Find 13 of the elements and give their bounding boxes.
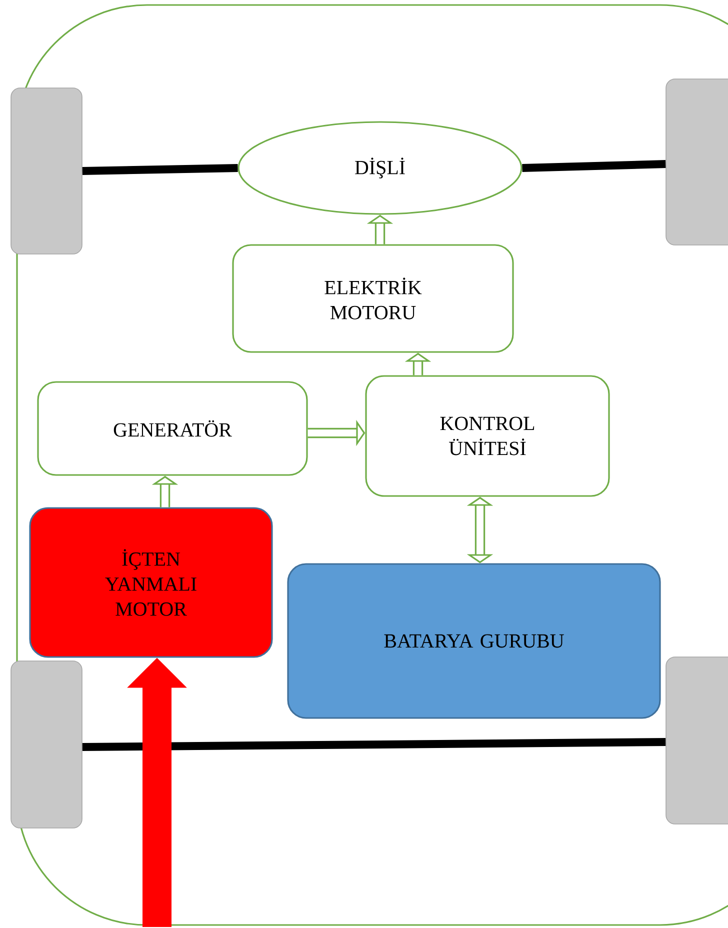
process-box: GENERATÖR bbox=[37, 381, 308, 476]
wheel bbox=[666, 78, 728, 246]
wheel bbox=[10, 88, 82, 254]
process-box: İÇTEN YANMALI MOTOR bbox=[29, 507, 273, 658]
hollow-arrow bbox=[466, 496, 494, 564]
process-box: ELEKTRİK MOTORU bbox=[232, 244, 514, 353]
axle bbox=[82, 164, 238, 175]
process-box: BATARYA GURUBU bbox=[287, 563, 661, 719]
process-box: KONTROL ÜNİTESİ bbox=[365, 375, 610, 497]
axle bbox=[82, 738, 666, 751]
axle bbox=[522, 160, 666, 172]
wheel bbox=[10, 660, 82, 828]
wheel bbox=[666, 656, 728, 824]
